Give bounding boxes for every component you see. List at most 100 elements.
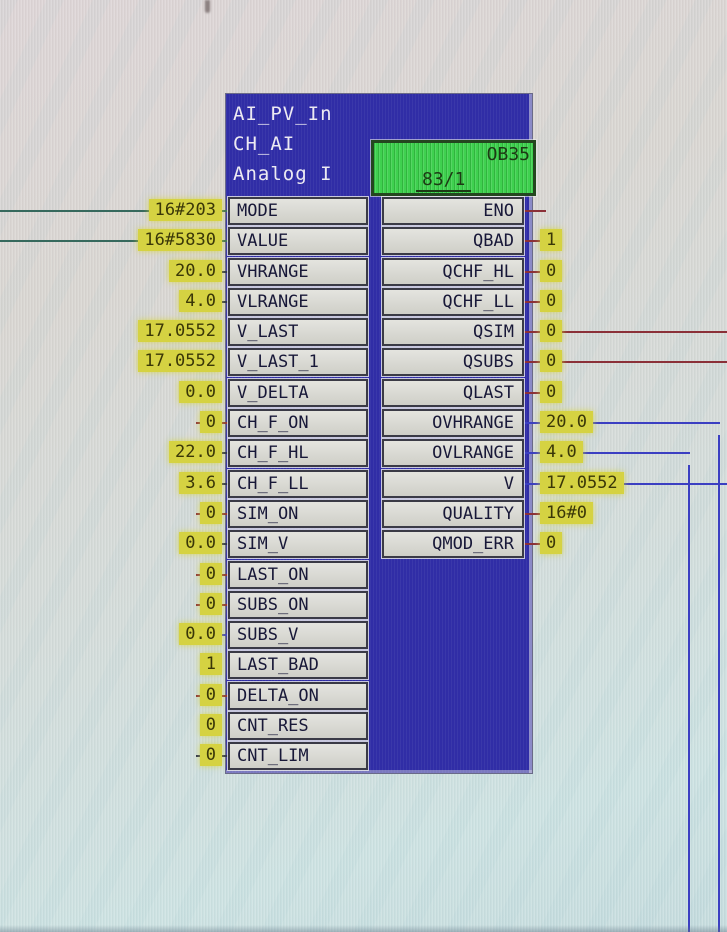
input-port-cell[interactable]: SUBS_ON	[228, 590, 368, 619]
input-port-cell[interactable]: DELTA_ON	[228, 681, 368, 710]
input-port-cell[interactable]: V_LAST_1	[228, 348, 368, 377]
output-row: 17.0552 V	[0, 469, 727, 499]
output-port-cell[interactable]: QCHF_LL	[382, 287, 524, 316]
input-row: 0.0 SUBS_V	[0, 620, 727, 650]
output-value[interactable]: 0	[540, 289, 563, 312]
input-port-cell[interactable]: SIM_ON	[228, 499, 368, 528]
output-row: ENO	[0, 196, 727, 226]
output-port-cell[interactable]: QMOD_ERR	[382, 530, 524, 559]
input-port-cell[interactable]: CH_F_ON	[228, 409, 368, 438]
input-value[interactable]: 0	[199, 744, 222, 767]
output-value[interactable]: 0	[540, 532, 563, 555]
output-wire[interactable]	[524, 512, 546, 515]
wire-ovhrange-vertical[interactable]	[718, 435, 720, 932]
input-port-cell[interactable]: LAST_BAD	[228, 651, 368, 680]
input-row: 0 CNT_LIM	[0, 741, 727, 771]
output-value[interactable]: 20.0	[540, 411, 593, 434]
input-row: 0 DELTA_ON	[0, 681, 727, 711]
output-wire[interactable]	[524, 422, 720, 425]
output-row: 0 QCHF_HL	[0, 257, 727, 287]
input-value[interactable]: 1	[199, 653, 222, 676]
output-wire[interactable]	[524, 270, 546, 273]
output-port-cell[interactable]: QBAD	[382, 227, 524, 256]
output-wire[interactable]	[524, 240, 546, 243]
output-value[interactable]: 16#0	[540, 501, 593, 524]
output-port-cell[interactable]: V	[382, 469, 524, 498]
output-wire[interactable]	[524, 361, 727, 364]
input-port-cell[interactable]: VALUE	[228, 227, 368, 256]
input-value[interactable]: 4.0	[179, 289, 222, 312]
input-value[interactable]: 0.0	[179, 623, 222, 646]
input-value[interactable]: 0	[199, 714, 222, 737]
input-port-cell[interactable]: SIM_V	[228, 530, 368, 559]
output-rows: ENO 1 QBAD 0 QCHF_HL 0 QCHF_LL 0 QSIM 0 …	[0, 196, 727, 560]
output-wire[interactable]	[524, 300, 546, 303]
input-row: 0 CNT_RES	[0, 711, 727, 741]
input-value[interactable]: 0.0	[179, 380, 222, 403]
output-value[interactable]: 0	[540, 380, 563, 403]
input-row: 17.0552 V_LAST_1	[0, 347, 727, 377]
output-port-cell[interactable]: QCHF_HL	[382, 257, 524, 286]
input-value[interactable]: 0	[199, 411, 222, 434]
input-value[interactable]: 0	[199, 683, 222, 706]
output-port-cell[interactable]: OVLRANGE	[382, 439, 524, 468]
output-value[interactable]: 0	[540, 259, 563, 282]
input-port-cell[interactable]: LAST_ON	[228, 560, 368, 589]
input-value[interactable]: 0.0	[179, 532, 222, 555]
output-wire[interactable]	[524, 210, 546, 212]
input-row: 0 LAST_ON	[0, 560, 727, 590]
input-row: 1 LAST_BAD	[0, 650, 727, 680]
input-value[interactable]: 0	[199, 592, 222, 615]
output-wire[interactable]	[524, 482, 727, 485]
input-wire[interactable]	[0, 210, 228, 212]
output-wire[interactable]	[524, 331, 727, 334]
output-port-cell[interactable]: OVHRANGE	[382, 409, 524, 438]
input-value[interactable]: 16#5830	[138, 229, 222, 252]
output-wire[interactable]	[524, 452, 690, 455]
output-value[interactable]: 0	[540, 320, 563, 343]
output-port-cell[interactable]: QUALITY	[382, 499, 524, 528]
output-value[interactable]: 0	[540, 350, 563, 373]
input-port-cell[interactable]: CNT_LIM	[228, 742, 368, 771]
output-port-cell[interactable]: QLAST	[382, 378, 524, 407]
output-row: 20.0 OVHRANGE	[0, 408, 727, 438]
input-value[interactable]: 17.0552	[138, 320, 222, 343]
input-wire[interactable]	[0, 240, 228, 243]
input-port-cell[interactable]: CH_F_LL	[228, 469, 368, 498]
input-value[interactable]: 0	[199, 562, 222, 585]
input-value[interactable]: 0	[199, 501, 222, 524]
input-port-cell[interactable]: VLRANGE	[228, 287, 368, 316]
output-wire[interactable]	[524, 391, 546, 394]
input-port-cell[interactable]: VHRANGE	[228, 257, 368, 286]
output-wire[interactable]	[524, 543, 546, 546]
output-row: 0 QSIM	[0, 317, 727, 347]
input-row: 0 CH_F_ON	[0, 408, 727, 438]
block-type-name: AI_PV_In	[233, 103, 333, 125]
input-value[interactable]: 3.6	[179, 471, 222, 494]
input-port-cell[interactable]: V_DELTA	[228, 378, 368, 407]
input-value[interactable]: 20.0	[169, 259, 222, 282]
input-port-cell[interactable]: V_LAST	[228, 318, 368, 347]
task-badge[interactable]: OB35 83/1	[371, 140, 536, 196]
output-row: 0 QCHF_LL	[0, 287, 727, 317]
input-value[interactable]: 17.0552	[138, 350, 222, 373]
input-port-cell[interactable]: MODE	[228, 197, 368, 225]
output-port-cell[interactable]: QSIM	[382, 318, 524, 347]
input-row: 0.0 V_DELTA	[0, 378, 727, 408]
wire-ovlrange-vertical[interactable]	[688, 465, 690, 932]
input-port-cell[interactable]: CH_F_HL	[228, 439, 368, 468]
output-value[interactable]: 4.0	[540, 441, 583, 464]
output-port-cell[interactable]: QSUBS	[382, 348, 524, 377]
input-value[interactable]: 22.0	[169, 441, 222, 464]
output-value[interactable]: 1	[540, 229, 563, 252]
output-port-cell[interactable]: ENO	[382, 197, 524, 225]
input-row: 0.0 SIM_V	[0, 529, 727, 559]
input-row: 20.0 VHRANGE	[0, 257, 727, 287]
output-value[interactable]: 17.0552	[540, 471, 624, 494]
input-value[interactable]: 16#203	[148, 199, 222, 221]
input-port-cell[interactable]: CNT_RES	[228, 712, 368, 741]
input-row: 16#203 MODE	[0, 196, 727, 226]
input-row: 3.6 CH_F_LL	[0, 469, 727, 499]
input-port-cell[interactable]: SUBS_V	[228, 621, 368, 650]
output-row: 1 QBAD	[0, 226, 727, 256]
